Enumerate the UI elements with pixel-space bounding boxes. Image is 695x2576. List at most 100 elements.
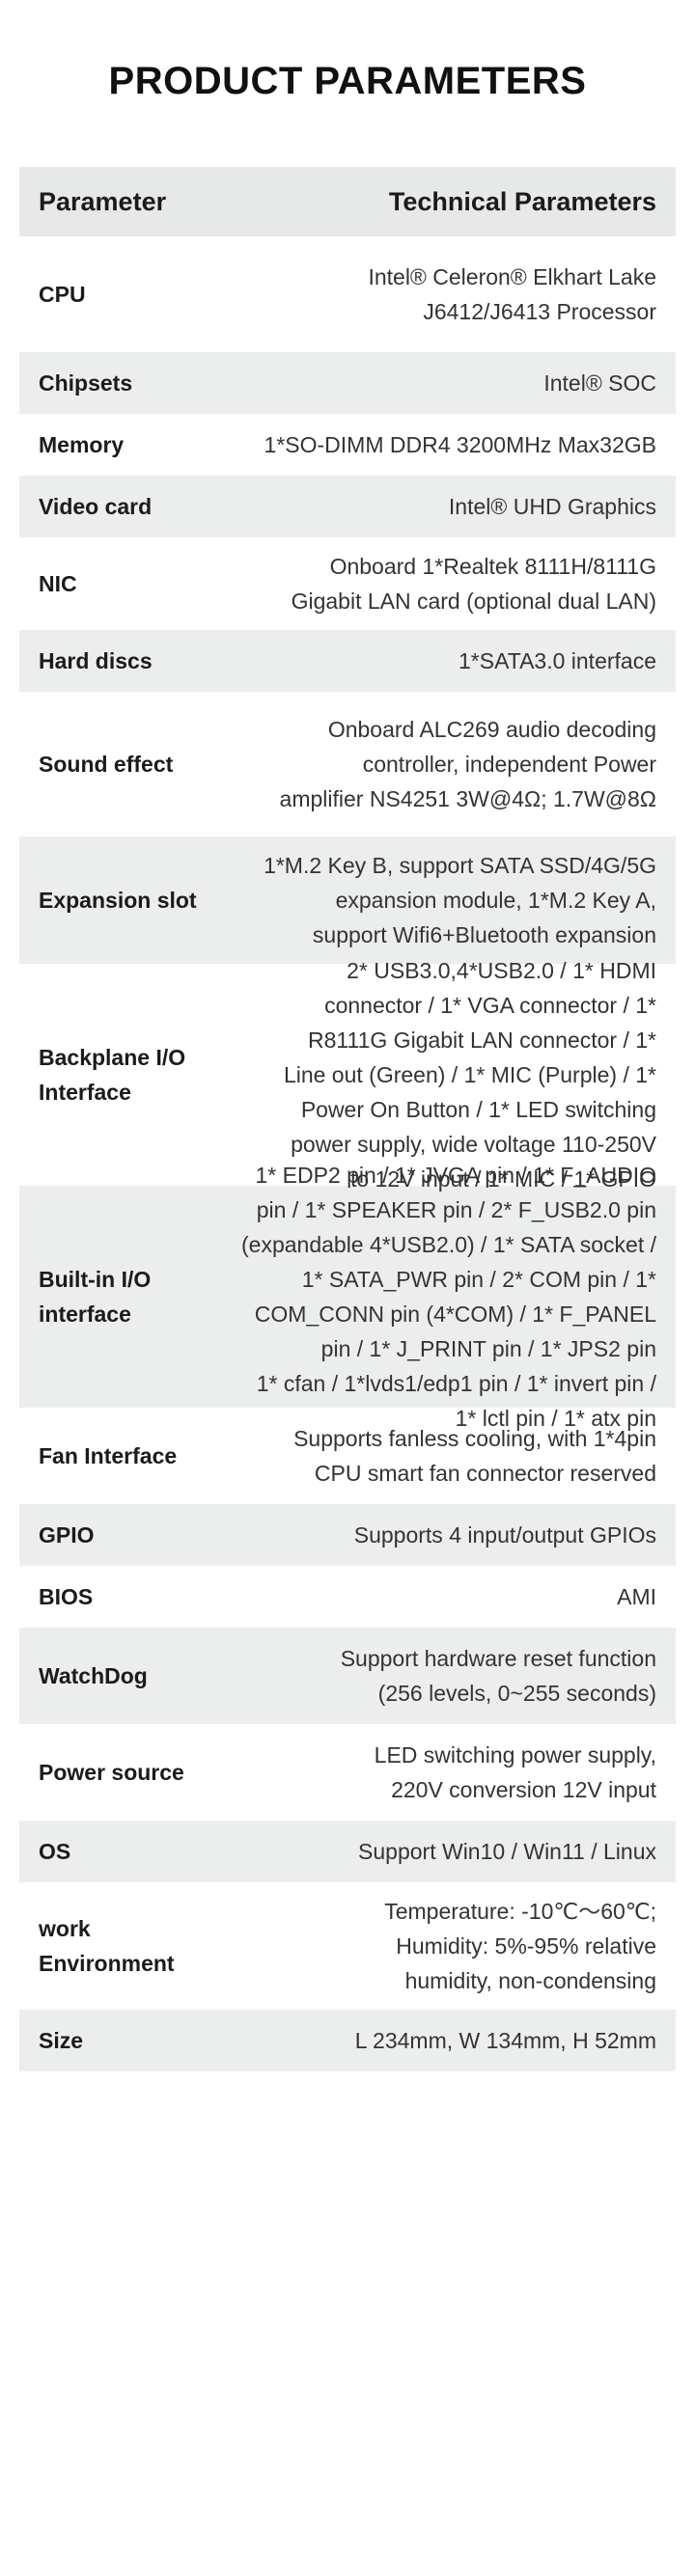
value-line: CPU smart fan connector reserved [314,1461,656,1486]
table-row: GPIO Supports 4 input/output GPIOs [19,1504,676,1566]
value-line: Support hardware reset function [340,1646,656,1671]
parameter-name: WatchDog [39,1663,148,1688]
parameter-value: LED switching power supply, 220V conversi… [232,1738,656,1807]
table-row: Fan Interface Supports fanless cooling, w… [19,1408,676,1504]
table-row: Sound effect Onboard ALC269 audio decodin… [19,692,676,836]
value-line: (256 levels, 0~255 seconds) [377,1681,656,1706]
table-row: WatchDog Support hardware reset function (… [19,1628,676,1724]
value-line: humidity, non-condensing [404,1968,656,1993]
value-line: 220V conversion 12V input [391,1777,656,1802]
parameter-value: L 234mm, W 134mm, H 52mm [232,2023,656,2058]
value-line: COM_CONN pin (4*COM) / 1* F_PANEL [254,1302,656,1327]
value-line: Gigabit LAN card (optional dual LAN) [291,589,656,614]
parameter-name: Power source [39,1760,184,1785]
table-row: Expansion slot 1*M.2 Key B, support SATA … [19,836,676,964]
parameter-name: GPIO [39,1522,95,1548]
parameter-value: Temperature: -10℃～60℃; Humidity: 5%-95% r… [232,1894,656,1998]
parameter-name: NIC [39,571,77,596]
value-line: Onboard 1*Realtek 8111H/8111G [329,554,656,579]
table-row: Backplane I/O Interface 2* USB3.0,4*USB2.… [19,958,676,1192]
table-row: Power source LED switching power supply, 2… [19,1724,676,1821]
value-line: Supports 4 input/output GPIOs [353,1522,656,1548]
value-line: 1* lctl pin / 1* atx pin [455,1406,656,1431]
parameter-value: Intel® UHD Graphics [232,489,656,524]
value-line: R8111G Gigabit LAN connector / 1* [308,1028,656,1053]
value-line: Supports fanless cooling, with 1*4pin [293,1426,656,1451]
value-line: L 234mm, W 134mm, H 52mm [354,2028,656,2053]
parameters-table: Parameter Technical Parameters CPU Intel®… [19,167,676,2071]
parameter-name: Memory [39,432,125,457]
value-line: pin / 1* J_PRINT pin / 1* JPS2 pin [320,1336,656,1361]
table-row: Hard discs 1*SATA3.0 interface [19,630,676,692]
value-line: 1* SATA_PWR pin / 2* COM pin / 1* [301,1267,656,1292]
value-line: Onboard ALC269 audio decoding [327,717,656,742]
parameter-name: Size [39,2028,84,2053]
parameter-value: Intel® SOC [232,366,656,400]
value-line: 2* USB3.0,4*USB2.0 / 1* HDMI [347,958,656,983]
table-row: Video card Intel® UHD Graphics [19,476,676,537]
value-line: controller, independent Power [362,752,656,777]
parameter-value: Onboard ALC269 audio decoding controller,… [232,712,656,816]
value-line: power supply, wide voltage 110-250V [291,1132,656,1157]
value-line: Intel® Celeron® Elkhart Lake [368,264,656,289]
value-line: 1*M.2 Key B, support SATA SSD/4G/5G [264,853,656,878]
parameter-value: 2* USB3.0,4*USB2.0 / 1* HDMI connector / … [232,953,656,1196]
header-parameter: Parameter [39,186,167,216]
value-line: 1*SATA3.0 interface [459,648,656,673]
table-row: Size L 234mm, W 134mm, H 52mm [19,2010,676,2071]
parameter-name: Video card [39,494,153,519]
value-line: connector / 1* VGA connector / 1* [324,993,656,1018]
parameter-name: CPU [39,282,86,307]
table-row: Built-in I/O interface 1* EDP2 pin / 1* J… [19,1163,676,1431]
parameter-name: Sound effect [39,752,174,777]
value-line: support Wifi6+Bluetooth expansion [312,922,656,947]
parameter-name: Chipsets [39,370,133,396]
value-line: Support Win10 / Win11 / Linux [358,1839,656,1864]
parameter-value: Onboard 1*Realtek 8111H/8111G Gigabit LAN… [232,549,656,618]
parameter-name: OS [39,1839,71,1864]
value-line: J6412/J6413 Processor [423,299,656,324]
value-line: Intel® UHD Graphics [448,494,656,519]
parameter-name: Fan Interface [39,1443,178,1468]
parameter-value: Support Win10 / Win11 / Linux [232,1834,656,1869]
table-row: Chipsets Intel® SOC [19,352,676,414]
parameter-value: AMI [232,1579,656,1614]
value-line: LED switching power supply, [374,1742,656,1768]
table-row: BIOS AMI [19,1566,676,1628]
value-line: pin / 1* SPEAKER pin / 2* F_USB2.0 pin [256,1197,656,1222]
table-header: Parameter Technical Parameters [19,167,676,236]
value-line: amplifier NS4251 3W@4Ω; 1.7W@8Ω [279,786,656,811]
value-line: Temperature: -10℃～60℃; [384,1899,656,1924]
parameter-name: work Environment [39,1916,175,1976]
parameter-name: Backplane I/O Interface [39,1045,186,1105]
parameter-value: Supports 4 input/output GPIOs [232,1518,656,1552]
table-row: OS Support Win10 / Win11 / Linux [19,1821,676,1882]
parameter-name: Built-in I/O interface [39,1267,152,1327]
value-line: 1*SO-DIMM DDR4 3200MHz Max32GB [264,432,656,457]
value-line: Intel® SOC [543,370,656,396]
table-row: Memory 1*SO-DIMM DDR4 3200MHz Max32GB [19,414,676,476]
value-line: (expandable 4*USB2.0) / 1* SATA socket / [241,1232,656,1257]
value-line: 1* cfan / 1*lvds1/edp1 pin / 1* invert p… [256,1371,656,1396]
value-line: Line out (Green) / 1* MIC (Purple) / 1* [283,1062,656,1087]
parameter-name: BIOS [39,1584,94,1609]
table-row: NIC Onboard 1*Realtek 8111H/8111G Gigabit … [19,537,676,630]
value-line: 1* EDP2 pin / 1* JVGA pin / 1* F_AUDIO [255,1163,656,1188]
parameter-name: Expansion slot [39,888,197,913]
value-line: to 12V input / 1* MIC / 1* GPIO [349,1166,656,1192]
parameter-value: Support hardware reset function (256 leve… [232,1641,656,1711]
value-line: expansion module, 1*M.2 Key A, [335,888,656,913]
value-line: AMI [617,1584,656,1609]
parameter-name: Hard discs [39,648,153,673]
value-line: Humidity: 5%-95% relative [396,1933,656,1959]
page-title: PRODUCT PARAMETERS [108,60,587,102]
parameter-value: 1*M.2 Key B, support SATA SSD/4G/5G expan… [232,848,656,952]
value-line: Power On Button / 1* LED switching [300,1097,656,1122]
parameter-value: 1*SO-DIMM DDR4 3200MHz Max32GB [232,427,656,462]
parameter-value: 1*SATA3.0 interface [232,644,656,678]
